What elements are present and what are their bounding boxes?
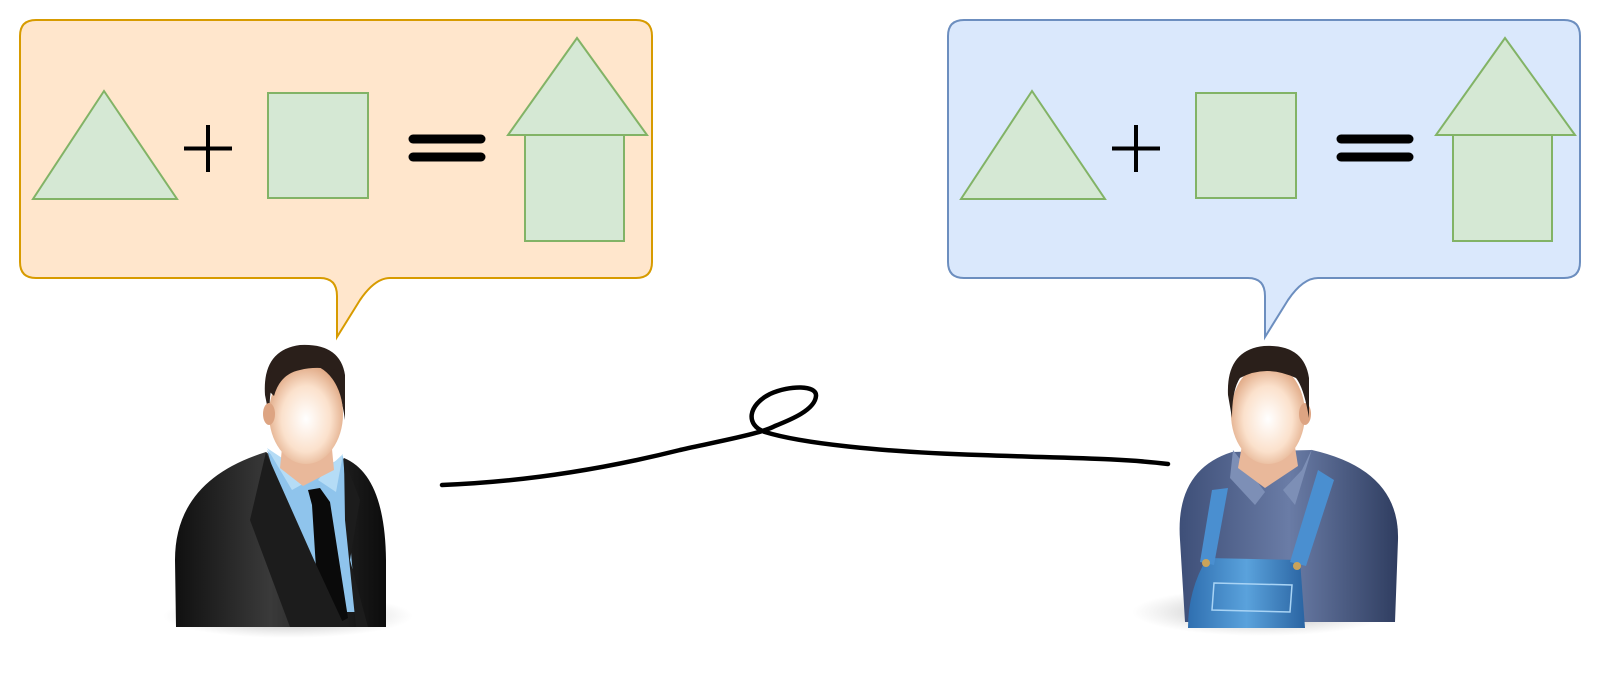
businessman-hair-top xyxy=(268,345,343,396)
right-speech-bubble xyxy=(947,19,1581,341)
worker-collar-right xyxy=(1283,449,1312,505)
worker-button-right xyxy=(1293,562,1301,570)
worker-strap-right xyxy=(1290,470,1334,566)
worker-button-left xyxy=(1202,559,1210,567)
worker-strap-left xyxy=(1200,488,1228,565)
worker-icon xyxy=(1132,345,1399,636)
square-shape xyxy=(267,92,369,199)
worker-pocket xyxy=(1211,582,1293,613)
businessman-lapel-left xyxy=(250,452,345,627)
equals-icon xyxy=(1336,134,1414,162)
worker-face xyxy=(1231,364,1305,464)
square-shape xyxy=(1195,92,1297,199)
businessman-lapel-right xyxy=(344,458,368,627)
worker-hair xyxy=(1227,345,1309,418)
house-body xyxy=(1452,134,1553,242)
house-shape xyxy=(1434,36,1577,242)
plus-icon xyxy=(1112,125,1160,172)
businessman-collar-right xyxy=(318,454,343,492)
hand-drawn-connector-line xyxy=(439,385,1171,488)
equals-icon xyxy=(408,134,486,162)
house-shape xyxy=(506,36,649,242)
house-roof xyxy=(1434,36,1577,136)
worker-ear xyxy=(1299,403,1311,425)
plus-icon xyxy=(184,125,232,172)
house-body xyxy=(524,134,625,242)
triangle-shape xyxy=(959,89,1107,200)
worker-overall-bib xyxy=(1188,558,1305,628)
businessman-ear xyxy=(263,403,275,425)
house-roof xyxy=(506,36,649,136)
left-speech-bubble xyxy=(19,19,653,341)
businessman-icon xyxy=(163,344,413,638)
businessman-face xyxy=(269,364,343,464)
triangle-shape xyxy=(31,89,179,200)
